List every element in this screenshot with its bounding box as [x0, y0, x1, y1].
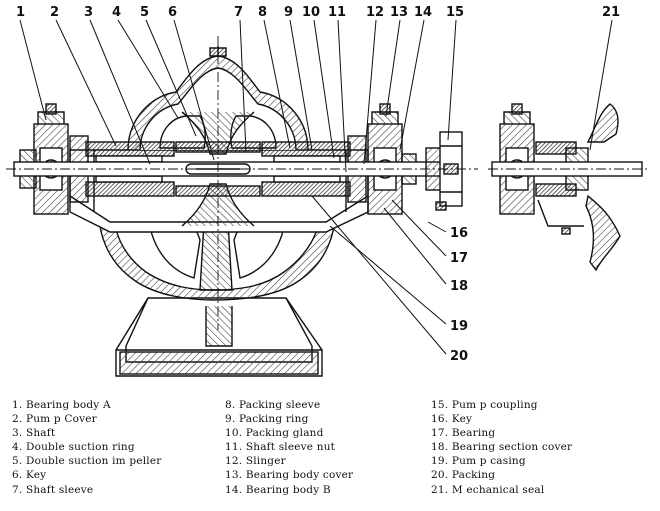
legend-item: 19. Pum p casing: [431, 455, 526, 468]
legend-item: 3. Shaft: [12, 427, 56, 440]
legend-item: 9. Packing ring: [225, 413, 309, 426]
callout-4: 4: [112, 5, 121, 20]
callout-10: 10: [302, 5, 320, 20]
callout-5: 5: [140, 5, 149, 20]
legend-item: 2. Pum p Cover: [12, 413, 97, 426]
bearing-body-b: [367, 103, 417, 215]
legend-column-2: 8. Packing sleeve 9. Packing ring 10. Pa…: [225, 398, 353, 497]
legend-column-3: 15. Pum p coupling 16. Key 17. Bearing 1…: [431, 398, 572, 497]
callout-13: 13: [390, 5, 408, 20]
legend-item: 16. Key: [431, 413, 473, 426]
callout-3: 3: [84, 5, 93, 20]
callout-15: 15: [446, 5, 464, 20]
callout-12: 12: [366, 5, 384, 20]
legend-column-1: 1. Bearing body A 2. Pum p Cover 3. Shaf…: [12, 398, 161, 497]
callout-14: 14: [414, 5, 432, 20]
callout-2: 2: [50, 5, 59, 20]
callout-20: 20: [450, 349, 468, 364]
legend-item: 1. Bearing body A: [12, 399, 111, 411]
leader-lines: [19, 19, 613, 355]
callout-8: 8: [258, 5, 267, 20]
callout-7: 7: [234, 5, 243, 20]
legend-item: 5. Double suction im peller: [12, 455, 162, 468]
pump-coupling: [425, 131, 463, 211]
callout-19: 19: [450, 319, 468, 334]
legend-item: 7. Shaft sleeve: [12, 483, 94, 496]
callout-21: 21: [602, 5, 620, 20]
legend-item: 8. Packing sleeve: [225, 399, 321, 411]
callout-9: 9: [284, 5, 293, 20]
legend-item: 14. Bearing body B: [225, 483, 331, 496]
legend-item: 18. Bearing section cover: [431, 441, 573, 454]
callout-numbers: 1 2 3 4 5 6 7 8 9 10 11 12 13 14 15 21 1…: [16, 5, 620, 364]
callout-18: 18: [450, 279, 468, 294]
callout-6: 6: [168, 5, 177, 20]
pump-base: [115, 297, 323, 377]
legend-item: 20. Packing: [431, 469, 496, 482]
legend-item: 21. M echanical seal: [431, 483, 545, 496]
legend-item: 11. Shaft sleeve nut: [225, 441, 336, 454]
main-pump-assembly: [6, 36, 478, 377]
callout-11: 11: [328, 5, 346, 20]
legend-item: 10. Packing gland: [225, 427, 324, 440]
callout-16: 16: [450, 226, 468, 241]
callout-1: 1: [16, 5, 25, 20]
callout-17: 17: [450, 251, 468, 266]
mechanical-seal-detail: [488, 103, 648, 272]
legend-item: 4. Double suction ring: [12, 441, 135, 454]
legend-item: 12. Slinger: [225, 455, 286, 468]
legend-item: 13. Bearing body cover: [225, 469, 354, 482]
bearing-body-a: [19, 103, 69, 215]
legend-item: 15. Pum p coupling: [431, 399, 538, 411]
legend-item: 17. Bearing: [431, 427, 496, 440]
legend-item: 6. Key: [12, 469, 47, 482]
